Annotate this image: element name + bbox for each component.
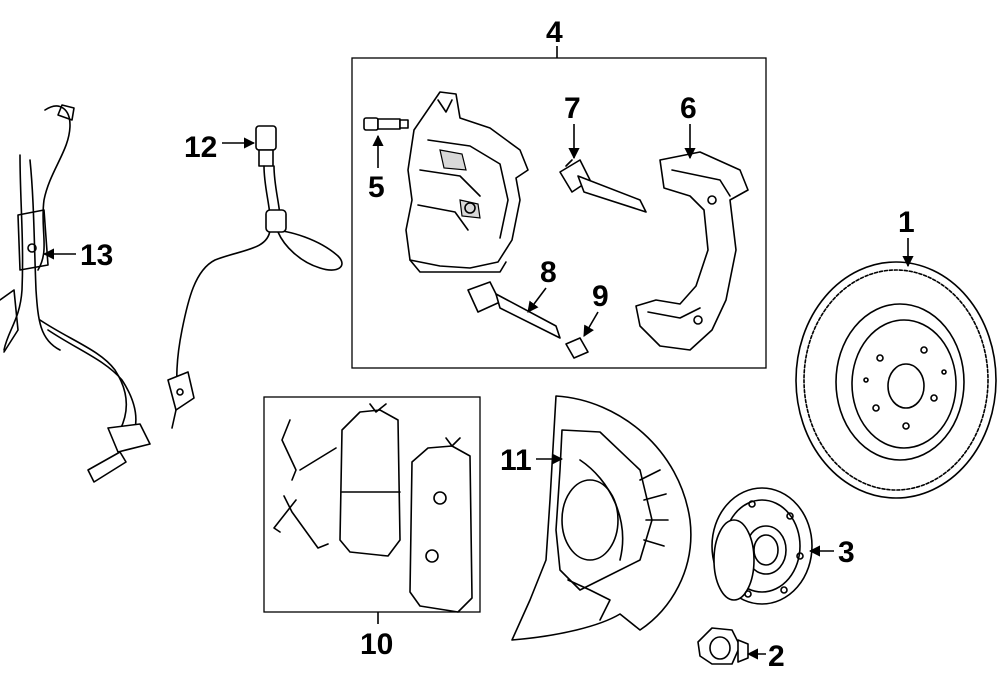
callout-8: 8 [540, 256, 557, 289]
callout-9: 9 [592, 280, 609, 313]
brake-pads [273, 403, 473, 613]
guide-pin-upper [559, 159, 647, 213]
leader-9 [583, 311, 599, 337]
callout-12: 12 [184, 131, 217, 164]
guide-pin-lower [467, 281, 561, 339]
callout-4: 4 [546, 16, 563, 49]
hub-bearing [711, 487, 813, 605]
callout-11: 11 [500, 444, 532, 477]
callout-10: 10 [360, 628, 393, 661]
callout-7: 7 [564, 92, 581, 125]
pad-group-box [263, 396, 481, 613]
guide-pin-boot [565, 337, 589, 359]
caliper-housing [405, 91, 529, 273]
callout-5: 5 [368, 171, 385, 204]
callout-1: 1 [898, 206, 915, 239]
brake-rotor [795, 261, 997, 499]
callout-2: 2 [768, 640, 785, 673]
callout-3: 3 [838, 536, 855, 569]
leader-8 [527, 287, 547, 313]
wheel-speed-sensor [167, 125, 343, 429]
bleeder-screw [363, 117, 409, 131]
splash-shield [511, 395, 692, 641]
caliper-group-box [351, 57, 767, 369]
caliper-bracket [635, 151, 749, 351]
callout-6: 6 [680, 92, 697, 125]
hub-nut [697, 627, 749, 665]
abs-wiring-harness [0, 104, 151, 483]
callout-13: 13 [80, 239, 113, 272]
